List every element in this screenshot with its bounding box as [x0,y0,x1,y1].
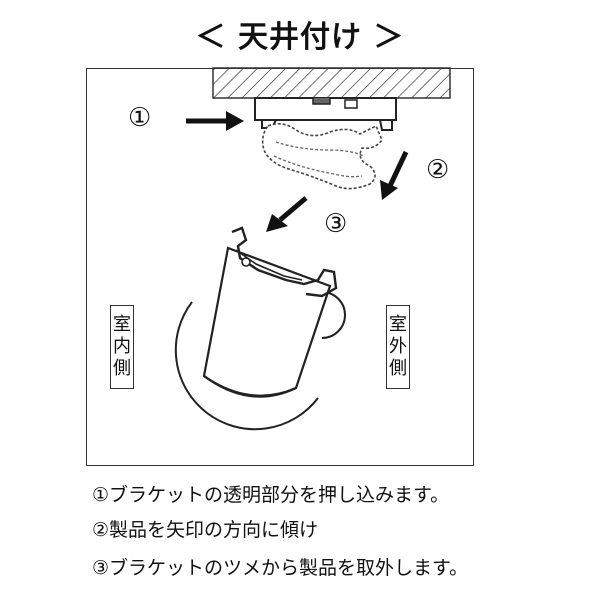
instruction-1: ①ブラケットの透明部分を押し込みます。 [92,484,450,506]
step-2-marker: ② [426,155,450,185]
ceiling-hatch [212,67,451,99]
clear-clip-part [261,122,383,190]
outdoor-side-label: 室 外 側 [386,305,410,389]
step-1-marker: ① [128,103,152,133]
outdoor-char-1: 室 [389,314,407,335]
outdoor-char-2: 外 [389,336,407,357]
stopper-bump [321,291,346,339]
bracket [254,97,397,131]
product-body [202,226,338,398]
outdoor-char-3: 側 [389,358,407,379]
indoor-side-label: 室 内 側 [110,305,134,389]
step-3-marker: ③ [324,209,348,239]
arrow-3 [266,196,308,232]
indoor-char-3: 側 [113,358,131,379]
indoor-char-1: 室 [113,314,131,335]
arrow-1 [186,111,244,131]
page-title: ＜ 天井付け ＞ [195,20,405,55]
indoor-char-2: 内 [113,336,131,357]
tilt-arc [174,301,319,431]
instruction-3: ③ブラケットのツメから製品を取外します。 [92,557,469,579]
arrow-2 [380,150,409,200]
instruction-2: ②製品を矢印の方向に傾け [92,519,319,541]
